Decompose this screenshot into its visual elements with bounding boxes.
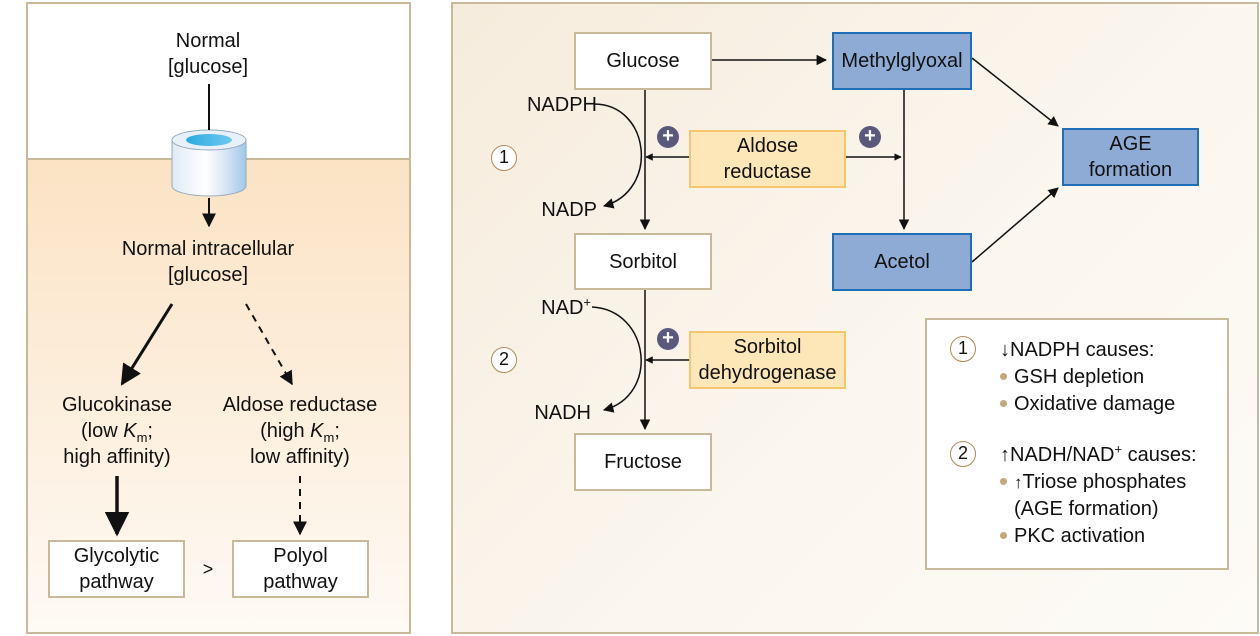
glucose-box: Glucose <box>574 32 712 90</box>
greater-than-sign: > <box>202 559 214 579</box>
legend-box <box>925 318 1229 570</box>
nad-plus-label: NAD+ <box>541 294 591 319</box>
bullet-icon <box>1000 373 1007 380</box>
sorbitol-box: Sorbitol <box>574 233 712 290</box>
nadph-label: NADPH <box>526 94 597 116</box>
activation-plus-icon: + <box>657 328 679 350</box>
legend-bullet-continuation: (AGE formation) <box>1014 498 1159 520</box>
aldose-reductase-label: Aldose reductase (high Km; low affinity) <box>222 394 378 468</box>
legend-item-2: ↑NADH/NAD+ causes: ↑Triose phosphates (A… <box>1000 441 1197 547</box>
arrow-up-icon: ↑ <box>1000 444 1010 466</box>
legend-step-2-marker: 2 <box>950 441 976 467</box>
arrow-up-icon: ↑ <box>1014 473 1023 492</box>
methylglyoxal-box: Methylglyoxal <box>832 32 972 90</box>
arrow-down-icon: ↓ <box>1000 339 1010 361</box>
step-1-marker: 1 <box>491 145 517 171</box>
nadh-label: NADH <box>534 402 591 424</box>
normal-intracellular-label: Normal intracellular[glucose] <box>121 238 295 286</box>
bullet-icon <box>1000 478 1007 485</box>
bullet-icon <box>1000 400 1007 407</box>
normal-glucose-label: Normal[glucose] <box>167 30 249 78</box>
fructose-box: Fructose <box>574 433 712 491</box>
bullet-icon <box>1000 532 1007 539</box>
acetol-box: Acetol <box>832 233 972 291</box>
activation-plus-icon: + <box>657 126 679 148</box>
glucokinase-label: Glucokinase (low Km; high affinity) <box>61 394 173 468</box>
step-2-marker: 2 <box>491 347 517 373</box>
legend-step-1-marker: 1 <box>950 336 976 362</box>
legend-item-1: ↓NADPH causes: GSH depletion Oxidative d… <box>1000 339 1176 415</box>
activation-plus-icon: + <box>859 126 881 148</box>
nadp-label: NADP <box>541 199 597 221</box>
